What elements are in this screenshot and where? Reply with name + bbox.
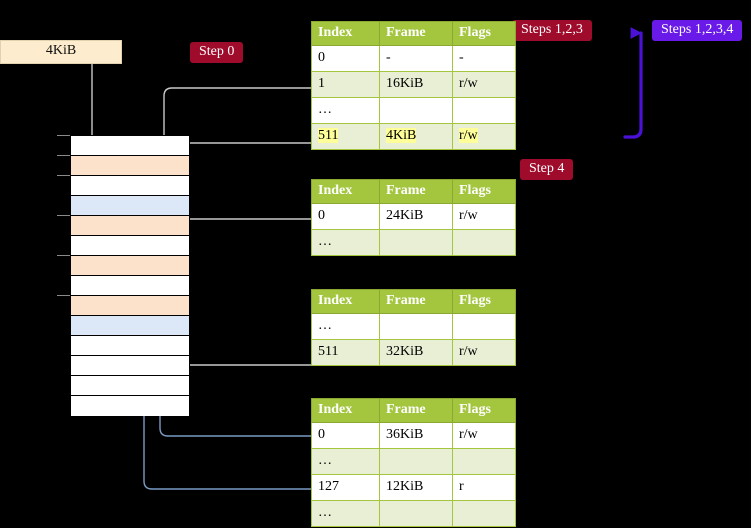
column-header-flags: Flags xyxy=(452,289,516,314)
cell-flags: r/w xyxy=(452,203,516,230)
cell-flags: - xyxy=(452,45,516,72)
cell-frame xyxy=(379,500,453,527)
column-header-frame: Frame xyxy=(379,289,453,314)
cell-index: … xyxy=(311,97,380,124)
cell-index: 511 xyxy=(311,339,380,366)
cell-frame: 12KiB xyxy=(379,474,453,501)
cell-frame xyxy=(379,97,453,124)
badge-steps-123: Steps 1,2,3 xyxy=(512,20,592,41)
cell-index: 1 xyxy=(311,71,380,98)
cell-index: 127 xyxy=(311,474,380,501)
memory-frame-row xyxy=(71,216,189,236)
cell-frame: 36KiB xyxy=(379,422,453,449)
cell-frame xyxy=(379,313,453,340)
cell-flags: r xyxy=(452,474,516,501)
cell-index: 0 xyxy=(311,203,380,230)
memory-tick xyxy=(57,175,71,176)
cell-flags: r/w xyxy=(452,123,516,150)
highlighted-value: 511 xyxy=(318,128,339,143)
table-row: 0-- xyxy=(311,45,516,72)
memory-frame-row xyxy=(71,136,189,156)
memory-frame-row xyxy=(71,376,189,396)
memory-frame-row xyxy=(71,276,189,296)
cell-flags: r/w xyxy=(452,339,516,366)
table-row: … xyxy=(311,448,516,475)
memory-tick xyxy=(57,295,71,296)
memory-frame-row xyxy=(71,396,189,416)
memory-frame-row xyxy=(71,356,189,376)
column-header-flags: Flags xyxy=(452,179,516,204)
cell-frame: - xyxy=(379,45,453,72)
cell-index: … xyxy=(311,448,380,475)
cell-index: … xyxy=(311,313,380,340)
badge-steps-1234: Steps 1,2,3,4 xyxy=(652,20,743,41)
column-header-flags: Flags xyxy=(452,21,516,46)
highlighted-value: r/w xyxy=(459,128,478,143)
cell-index: … xyxy=(311,229,380,256)
table-row: … xyxy=(311,229,516,256)
memory-frame-row xyxy=(71,156,189,176)
cell-flags xyxy=(452,229,516,256)
cell-index: 511 xyxy=(311,123,380,150)
cell-frame: 32KiB xyxy=(379,339,453,366)
table-row: … xyxy=(311,97,516,124)
physical-memory-grid xyxy=(70,135,190,416)
memory-frame-row xyxy=(71,176,189,196)
memory-tick xyxy=(57,155,71,156)
table-row: 511 4KiB r/w xyxy=(311,123,516,150)
column-header-index: Index xyxy=(311,289,380,314)
cell-index: 0 xyxy=(311,422,380,449)
column-header-frame: Frame xyxy=(379,398,453,423)
memory-frame-row xyxy=(71,236,189,256)
cell-flags xyxy=(452,97,516,124)
cell-flags xyxy=(452,313,516,340)
column-header-index: Index xyxy=(311,398,380,423)
memory-block-4kib: 4KiB xyxy=(0,40,122,64)
cell-frame: 4KiB xyxy=(379,123,453,150)
cell-frame xyxy=(379,448,453,475)
table-row: … xyxy=(311,500,516,527)
column-header-index: Index xyxy=(311,21,380,46)
memory-frame-row xyxy=(71,256,189,276)
cell-flags: r/w xyxy=(452,71,516,98)
column-header-frame: Frame xyxy=(379,179,453,204)
cell-frame: 24KiB xyxy=(379,203,453,230)
highlighted-value: 4KiB xyxy=(386,128,417,143)
cell-index: … xyxy=(311,500,380,527)
cell-flags xyxy=(452,448,516,475)
table-row: … xyxy=(311,313,516,340)
memory-tick xyxy=(57,255,71,256)
cell-frame xyxy=(379,229,453,256)
memory-frame-row xyxy=(71,336,189,356)
column-header-frame: Frame xyxy=(379,21,453,46)
column-header-index: Index xyxy=(311,179,380,204)
cell-frame: 16KiB xyxy=(379,71,453,98)
memory-frame-row xyxy=(71,296,189,316)
badge-step-0: Step 0 xyxy=(190,42,244,63)
memory-frame-row xyxy=(71,316,189,336)
cell-flags: r/w xyxy=(452,422,516,449)
badge-step-4: Step 4 xyxy=(520,159,574,180)
memory-block-label: 4KiB xyxy=(45,43,77,58)
memory-frame-row xyxy=(71,196,189,216)
cell-index: 0 xyxy=(311,45,380,72)
cell-flags xyxy=(452,500,516,527)
column-header-flags: Flags xyxy=(452,398,516,423)
memory-tick xyxy=(57,135,71,136)
memory-tick xyxy=(57,215,71,216)
